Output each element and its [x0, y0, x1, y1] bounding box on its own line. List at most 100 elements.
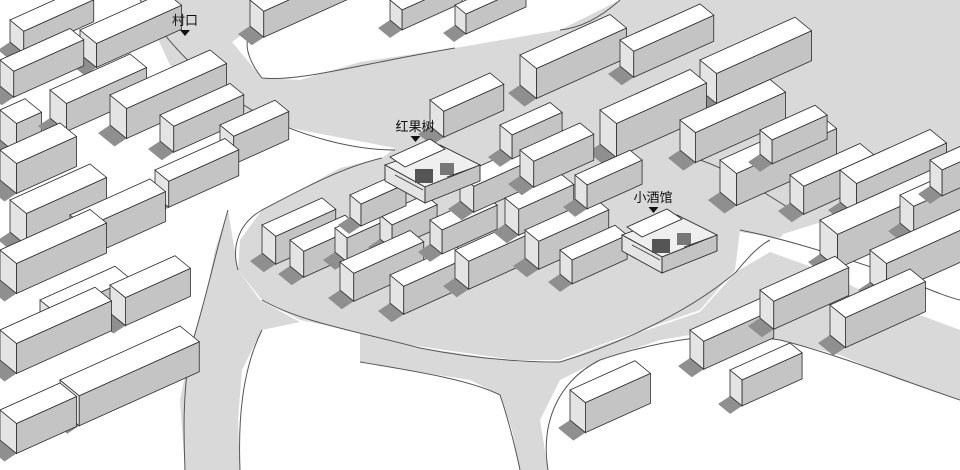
- building-shadow: [708, 192, 737, 214]
- building-shadow: [668, 150, 696, 171]
- building-block: [328, 230, 425, 310]
- building-shadow: [0, 86, 14, 106]
- building-block: [548, 224, 628, 292]
- building-roof: [219, 99, 290, 137]
- building-shadow: [448, 201, 474, 221]
- building-roof: [619, 3, 715, 52]
- building-roof: [109, 255, 192, 299]
- building-block: [0, 28, 85, 106]
- building-block: [918, 146, 960, 204]
- building-block: [0, 382, 78, 462]
- building-shadow: [548, 274, 573, 292]
- building-roof: [519, 122, 595, 162]
- building-shadow: [0, 360, 17, 382]
- building-shadow: [0, 440, 17, 462]
- building-shadow: [718, 396, 743, 414]
- building-shadow: [513, 258, 539, 278]
- building-roof: [159, 83, 245, 127]
- building-block: [508, 14, 628, 107]
- building-block: [668, 79, 787, 171]
- building-shadow: [0, 180, 17, 202]
- building-block: [238, 0, 348, 46]
- label-small-tavern: 小酒馆: [633, 187, 673, 213]
- building-block: [488, 102, 563, 167]
- building-shadow: [488, 149, 513, 167]
- building-shadow: [748, 154, 773, 172]
- building-block: [718, 342, 803, 414]
- building-shadow: [418, 126, 444, 146]
- building-block: [558, 360, 652, 441]
- building-roof: [0, 28, 85, 72]
- building-roof: [154, 138, 240, 182]
- building-roof: [0, 98, 43, 124]
- label-small-tavern-text: 小酒馆: [633, 191, 673, 206]
- building-roof: [59, 325, 201, 397]
- building-roof: [9, 163, 108, 214]
- building-roof: [829, 268, 927, 319]
- building-shadow: [558, 420, 586, 441]
- building-roof: [429, 72, 505, 112]
- building-roof: [679, 79, 787, 134]
- building-roof: [454, 0, 499, 15]
- building-shadow: [378, 20, 403, 38]
- courtyard-small-tavern: [620, 208, 719, 274]
- building-roof: [574, 149, 643, 186]
- road-edge: [359, 361, 521, 470]
- building-wall: [263, 0, 348, 38]
- building-shadow: [378, 303, 404, 323]
- building-shadow: [443, 278, 469, 298]
- label-village-entrance-text: 村口: [171, 14, 199, 29]
- building-block: [563, 149, 643, 217]
- label-village-entrance: 村口: [172, 10, 198, 36]
- building-shadow: [748, 318, 774, 338]
- triangle-down-icon: [409, 136, 420, 142]
- building-shadow: [443, 25, 466, 42]
- building-shadow: [508, 176, 534, 196]
- road-edge: [261, 271, 737, 363]
- building-shadow: [338, 217, 361, 234]
- building-roof: [0, 382, 78, 424]
- building-block: [748, 255, 850, 338]
- building-block: [148, 83, 245, 161]
- building-roof: [0, 286, 113, 344]
- building-block: [0, 209, 108, 302]
- building-roof: [0, 209, 108, 264]
- road-surface: [180, 210, 300, 470]
- building-block: [608, 3, 715, 86]
- building-shadow: [148, 141, 174, 161]
- building-roof: [109, 49, 228, 109]
- building-shadow: [328, 290, 354, 310]
- building-block: [508, 122, 595, 196]
- building-block: [38, 53, 148, 140]
- building-block: [588, 69, 708, 166]
- building-block: [818, 268, 927, 356]
- building-shadow: [918, 186, 943, 204]
- building-roof: [569, 360, 652, 404]
- building-roof: [699, 16, 813, 74]
- building-block: [513, 198, 610, 278]
- building-shadow: [778, 203, 804, 223]
- building-wall: [941, 161, 960, 197]
- building-roof: [869, 209, 960, 264]
- building-block: [418, 72, 505, 146]
- triangle-down-icon: [179, 30, 190, 36]
- building-shadow: [278, 266, 304, 286]
- building-wall: [465, 0, 527, 35]
- building-shadow: [238, 26, 264, 46]
- building-block: [98, 255, 192, 334]
- triangle-down-icon: [647, 207, 658, 213]
- building-shadow: [418, 244, 443, 262]
- building-roof: [339, 230, 425, 274]
- building-roof: [49, 53, 148, 104]
- road-edge: [735, 239, 771, 273]
- building-roof: [729, 342, 803, 381]
- building-block: [0, 122, 78, 202]
- building-shadow: [0, 280, 17, 302]
- building-roof: [759, 255, 850, 302]
- building-shadow: [608, 66, 634, 86]
- highlighted-courtyards: [383, 138, 719, 274]
- building-block: [443, 0, 527, 42]
